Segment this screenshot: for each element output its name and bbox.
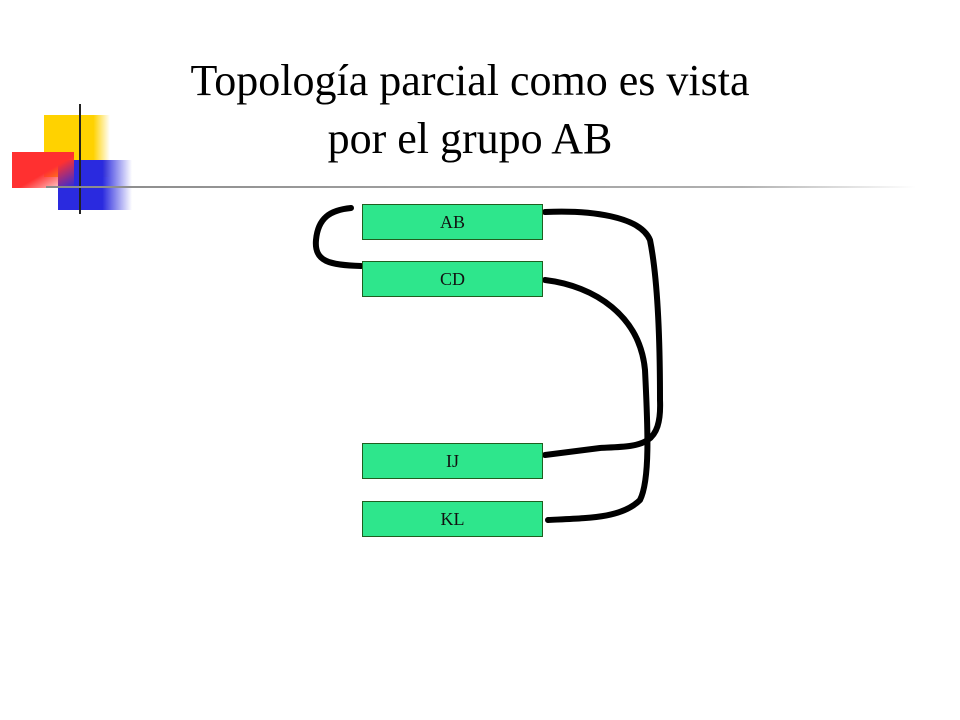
connector-ab-cd	[312, 205, 364, 269]
node-cd: CD	[362, 261, 543, 297]
connector-cd-kl	[542, 277, 651, 523]
title-underline	[46, 186, 916, 188]
slide-title: Topología parcial como es vista por el g…	[100, 52, 840, 168]
title-line-1: Topología parcial como es vista	[190, 56, 750, 105]
node-ij: IJ	[362, 443, 543, 479]
slide-decoration	[12, 104, 916, 214]
red-square	[12, 152, 74, 188]
connector-ab-ij	[542, 208, 664, 458]
node-ab: AB	[362, 204, 543, 240]
vertical-rule	[79, 104, 81, 214]
title-line-2: por el grupo AB	[327, 114, 613, 163]
node-kl: KL	[362, 501, 543, 537]
